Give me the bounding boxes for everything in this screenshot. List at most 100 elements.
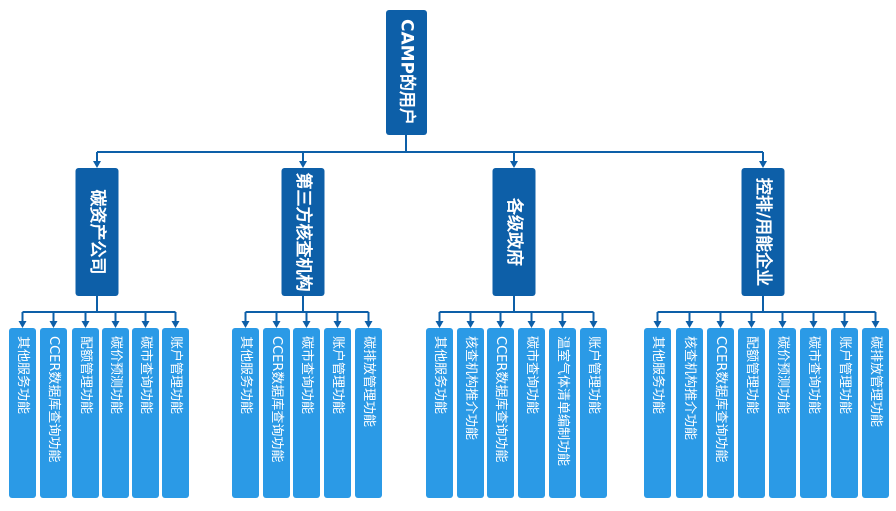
leaf-label: 碳市查询功能 [299, 336, 315, 414]
connectors [18, 135, 880, 328]
leaf-node: CCER数据库查询功能 [40, 328, 67, 498]
leaf-arrow [333, 321, 342, 328]
group-node: 碳资产公司其他服务功能 CCER数据库查询功能 配额管理功能碳价预测功能碳市查询功能… [9, 168, 189, 498]
leaf-box [132, 328, 159, 498]
leaf-label: CCER数据库查询功能 [269, 336, 285, 462]
leaf-box [738, 328, 765, 498]
leaf-label: 碳排放管理功能 [868, 336, 883, 427]
leaf-node: 温室气体清单编制功能 [549, 328, 576, 498]
leaf-label: CCER数据库查询功能 [46, 336, 62, 462]
leaf-box [831, 328, 858, 498]
leaf-box [644, 328, 671, 498]
leaf-node: CCER数据库查询功能 [263, 328, 290, 498]
leaf-arrow [653, 321, 662, 328]
leaf-arrow [364, 321, 373, 328]
leaf-box [580, 328, 607, 498]
leaf-arrow [466, 321, 475, 328]
leaf-box [487, 328, 514, 498]
leaf-box [426, 328, 453, 498]
leaf-arrow [141, 321, 150, 328]
leaf-arrow [840, 321, 849, 328]
leaf-node: 账户管理功能 [831, 328, 858, 498]
leaf-arrow [871, 321, 880, 328]
leaf-node: 碳市查询功能 [293, 328, 320, 498]
leaf-arrow [809, 321, 818, 328]
leaf-node: CCER数据库查询功能 [707, 328, 734, 498]
leaf-node: 其他服务功能 [9, 328, 36, 498]
leaf-node: 配额管理功能 [72, 328, 99, 498]
leaf-box [162, 328, 189, 498]
leaf-box [549, 328, 576, 498]
leaf-box [324, 328, 351, 498]
leaf-box [263, 328, 290, 498]
leaf-node: 碳市查询功能 [132, 328, 159, 498]
leaf-arrow [81, 321, 90, 328]
leaf-label: 其他服务功能 [15, 336, 31, 414]
leaf-arrow [716, 321, 725, 328]
group-box [75, 168, 119, 296]
leaf-label: 配额管理功能 [744, 336, 759, 414]
leaf-arrow [272, 321, 281, 328]
leaf-node: 配额管理功能 [738, 328, 765, 498]
leaf-arrow [685, 321, 694, 328]
group-label: 各级政府 [504, 197, 525, 266]
leaf-label: 配额管理功能 [78, 336, 93, 414]
leaf-label: 账户管理功能 [168, 336, 184, 414]
group-label: 碳资产公司 [87, 190, 108, 275]
leaf-node: CCER数据库查询功能 [487, 328, 514, 498]
leaf-box [102, 328, 129, 498]
leaf-label: 碳市查询功能 [806, 336, 822, 414]
root-label: CAMP的用户 [397, 19, 418, 125]
leaf-box [862, 328, 889, 498]
leaf-node: 账户管理功能 [324, 328, 351, 498]
leaf-box [676, 328, 703, 498]
leaf-node: 碳市查询功能 [800, 328, 827, 498]
group-arrow [93, 161, 101, 168]
leaf-label: CCER数据库查询功能 [713, 336, 729, 462]
leaf-node: 核查机构推介功能 [676, 328, 703, 498]
leaf-node: 核查机构推介功能 [457, 328, 484, 498]
leaf-box [293, 328, 320, 498]
root-box [386, 10, 427, 135]
leaf-box [355, 328, 382, 498]
leaf-box [800, 328, 827, 498]
leaf-box [518, 328, 545, 498]
leaf-label: 账户管理功能 [586, 336, 602, 414]
leaf-box [457, 328, 484, 498]
leaf-label: 碳市查询功能 [524, 336, 540, 414]
group-box [741, 168, 785, 296]
group-arrow [510, 161, 518, 168]
leaf-node: 其他服务功能 [232, 328, 259, 498]
leaf-node: 账户管理功能 [580, 328, 607, 498]
root-node: CAMP的用户 [386, 10, 427, 135]
leaf-label: 其他服务功能 [238, 336, 254, 414]
leaf-arrow [558, 321, 567, 328]
group-arrow [759, 161, 767, 168]
leaf-arrow [49, 321, 58, 328]
leaf-box [9, 328, 36, 498]
leaf-node: 账户管理功能 [162, 328, 189, 498]
leaf-label: 账户管理功能 [330, 336, 346, 414]
leaf-label: 碳排放管理功能 [361, 336, 376, 427]
leaf-label: CCER数据库查询功能 [493, 336, 509, 462]
leaf-arrow [302, 321, 311, 328]
leaf-box [40, 328, 67, 498]
leaf-label: 核查机构推介功能 [682, 336, 697, 440]
leaf-label: 温室气体清单编制功能 [555, 336, 571, 466]
leaf-arrow [747, 321, 756, 328]
leaf-arrow [527, 321, 536, 328]
leaf-arrow [171, 321, 180, 328]
leaf-arrow [241, 321, 250, 328]
leaf-label: 碳价预测功能 [108, 336, 123, 414]
group-arrow [299, 161, 307, 168]
leaf-label: 账户管理功能 [837, 336, 853, 414]
leaf-label: 其他服务功能 [650, 336, 666, 414]
leaf-arrow [589, 321, 598, 328]
leaf-label: 碳市查询功能 [138, 336, 154, 414]
leaf-box [72, 328, 99, 498]
